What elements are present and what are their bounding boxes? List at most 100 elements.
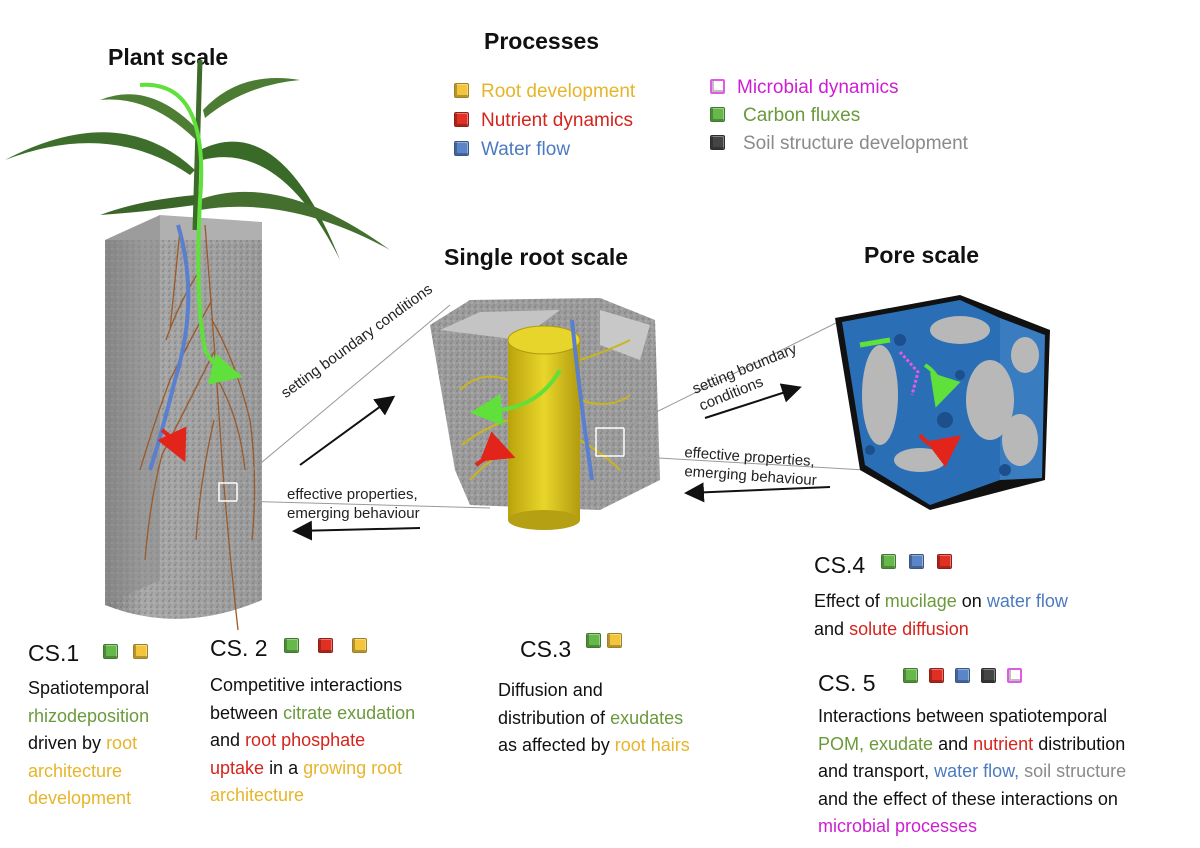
root-development-cube-icon [352, 638, 367, 653]
legend-label: Nutrient dynamics [481, 110, 634, 131]
cs5-line: and transport, [818, 761, 930, 781]
microbial-dynamics-cube-icon [1007, 668, 1022, 683]
cs3-label: CS.3 [520, 636, 572, 662]
cs5-line: microbial processes [818, 816, 978, 836]
cs2-process-cubes [284, 638, 367, 653]
cs5-line: nutrient [973, 733, 1034, 754]
cs3-line: distribution of [498, 707, 606, 728]
cs5-line: Interactions between spatiotemporal [818, 706, 1108, 726]
legend-label: Carbon fluxes [743, 105, 861, 126]
cs2-line: between [210, 702, 279, 723]
legend-label: Microbial dynamics [737, 77, 899, 98]
cs5-line: water flow, [934, 761, 1020, 781]
cs1-line: Spatiotemporal [28, 678, 150, 698]
carbon-flux-arrow-plant [139, 82, 243, 385]
cs3-process-cubes [586, 633, 622, 648]
plant-scale-title: Plant scale [108, 44, 229, 70]
legend-label: Root development [481, 81, 636, 102]
pore-scale-title: Pore scale [864, 242, 980, 268]
cs5-process-cubes [903, 668, 1022, 683]
carbon-fluxes-cube-icon [586, 633, 601, 648]
cs2-description: Competitive interactions between citrate… [210, 672, 490, 810]
cs2-line: in a [269, 757, 299, 778]
connector-line [236, 500, 491, 509]
cs1-line: development [28, 788, 132, 808]
cs3-line: exudates [610, 707, 684, 728]
boundary-arrow-root-pore [704, 383, 802, 419]
carbon-fluxes-cube-icon [284, 638, 299, 653]
emerging-text-plant-root-2: emerging behaviour [287, 505, 420, 522]
multiscale-figure [5, 59, 1050, 631]
cs4-line: and [814, 618, 845, 639]
legend-item-soil-structure: Soil structure development [710, 133, 968, 155]
carbon-fluxes-cube-icon [881, 554, 896, 569]
connector-line [623, 455, 866, 471]
emerging-arrow-pore-root [684, 482, 831, 503]
legend-item-water-flow: Water flow [454, 139, 570, 161]
cs2-line: citrate exudation [283, 702, 416, 723]
legend-item-root-development: Root development [454, 81, 635, 103]
cs2-line: root phosphate [245, 730, 366, 750]
cs3-line: Diffusion and [498, 680, 603, 700]
carbon-fluxes-cube-icon [903, 668, 918, 683]
water-flow-arrow-root [570, 319, 594, 481]
cs5-line: soil structure [1024, 761, 1127, 781]
root-development-cube-icon [454, 83, 469, 98]
single-root-scale-title: Single root scale [444, 244, 629, 270]
carbon-flux-arrow-root [470, 368, 562, 426]
single-root-cylinder [459, 325, 631, 530]
cs5-description: Interactions between spatiotemporal POM,… [818, 703, 1198, 841]
emerging-arrow-root-plant [292, 520, 421, 541]
cs5-line: POM, exudate [818, 733, 934, 754]
legend-item-nutrient-dynamics: Nutrient dynamics [454, 110, 633, 132]
root-development-cube-icon [133, 644, 148, 659]
cs4-process-cubes [881, 554, 952, 569]
cs1-description: Spatiotemporal rhizodeposition driven by… [28, 675, 198, 813]
carbon-flux-arrow-pore [923, 363, 961, 408]
cs2-label: CS. 2 [210, 635, 268, 661]
cs2-line: architecture [210, 785, 305, 805]
soil-structure-cube-icon [981, 668, 996, 683]
legend-label: Water flow [481, 139, 571, 160]
microbial-dynamics-cube-icon [710, 79, 725, 94]
maize-plant [5, 59, 390, 260]
cs4-line: solute diffusion [849, 618, 969, 639]
cs4-description: Effect of mucilage on water flow and sol… [814, 588, 1184, 643]
cs2-line: Competitive interactions [210, 675, 403, 695]
cs4-label: CS.4 [814, 552, 866, 578]
zoom-box-root [595, 427, 625, 457]
plant-root-system [139, 224, 256, 631]
cs1-line: architecture [28, 760, 123, 781]
soil-structure-cube-icon [710, 135, 725, 150]
cs1-line: root [106, 733, 138, 753]
processes-title: Processes [484, 28, 600, 54]
cs1-process-cubes [103, 644, 148, 659]
cs2-line: growing root [303, 757, 403, 778]
nutrient-arrow-plant [157, 426, 187, 463]
connector-line [623, 321, 839, 429]
cs1-line: rhizodeposition [28, 705, 150, 726]
nutrient-arrow-pore [918, 433, 962, 468]
cs1-line: driven by [28, 733, 102, 753]
emerging-text-plant-root-1: effective properties, [287, 486, 418, 503]
water-flow-cube-icon [955, 668, 970, 683]
cs5-label: CS. 5 [818, 670, 876, 696]
root-development-cube-icon [607, 633, 622, 648]
nutrient-arrow-root [474, 431, 516, 467]
cs2-line: and [210, 730, 241, 750]
microbial-path [898, 350, 920, 396]
soil-cylinder [105, 215, 262, 619]
pore-scale-cube [835, 295, 1050, 510]
nutrient-dynamics-cube-icon [937, 554, 952, 569]
boundary-arrow-plant-root [299, 395, 396, 466]
carbon-flux-arrow-pore-top [859, 337, 891, 348]
cs2-line: uptake [210, 757, 265, 778]
cs5-line: and [938, 733, 969, 754]
zoom-box-plant [218, 482, 238, 502]
cs3-description: Diffusion and distribution of exudates a… [498, 677, 758, 760]
water-flow-cube-icon [454, 141, 469, 156]
water-flow-cube-icon [909, 554, 924, 569]
cs1-label: CS.1 [28, 640, 80, 666]
cs3-line: as affected by [498, 735, 610, 755]
legend-item-microbial-dynamics: Microbial dynamics [710, 77, 899, 99]
